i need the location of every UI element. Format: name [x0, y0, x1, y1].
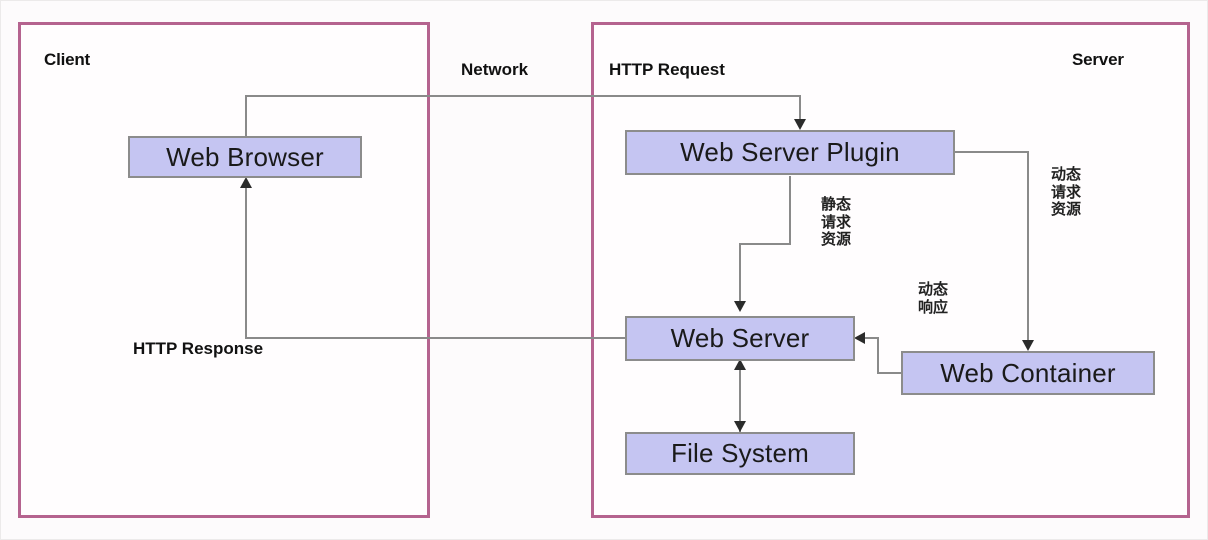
static-request-arrowhead: [734, 301, 746, 312]
dynamic-request-arrowhead: [1022, 340, 1034, 351]
edge-label-http-request: HTTP Request: [609, 60, 725, 79]
zone-server-label: Server: [1072, 50, 1124, 69]
request-riser-segment: [245, 95, 247, 139]
filesystem-up-arrowhead: [734, 359, 746, 370]
response-riser-segment: [245, 185, 247, 338]
node-web-container-label: Web Container: [940, 357, 1116, 388]
node-web-server[interactable]: Web Server: [625, 316, 855, 361]
static-jog-segment: [739, 243, 791, 245]
edge-label-dynamic-response: 动态 响应: [917, 280, 948, 316]
edge-label-dynamic-request: 动态 请求 资源: [1050, 165, 1081, 219]
node-web-server-plugin[interactable]: Web Server Plugin: [625, 130, 955, 175]
request-horizontal-segment: [245, 95, 801, 97]
dynamic-response-lower-segment: [877, 372, 903, 374]
node-web-browser-label: Web Browser: [166, 141, 324, 172]
response-horizontal-segment: [245, 337, 627, 339]
node-file-system[interactable]: File System: [625, 432, 855, 475]
dynamic-response-upper-segment: [863, 337, 879, 339]
response-arrowhead: [240, 177, 252, 188]
static-drop-segment-lower: [739, 243, 741, 305]
dynamic-request-drop-segment: [1027, 151, 1029, 343]
node-web-server-label: Web Server: [670, 323, 810, 353]
node-web-browser[interactable]: Web Browser: [128, 136, 362, 178]
static-drop-segment-upper: [789, 176, 791, 244]
edge-label-static-request: 静态 请求 资源: [820, 195, 851, 249]
dynamic-request-horizontal-segment: [953, 151, 1029, 153]
zone-client-label: Client: [44, 50, 91, 69]
request-drop-segment: [799, 95, 801, 123]
node-web-container[interactable]: Web Container: [901, 351, 1155, 395]
request-arrowhead: [794, 119, 806, 130]
edge-label-http-response: HTTP Response: [133, 339, 264, 358]
dynamic-response-arrowhead: [854, 332, 865, 344]
filesystem-link-segment: [739, 362, 741, 432]
edge-label-network: Network: [461, 60, 529, 79]
dynamic-response-riser-segment: [877, 337, 879, 374]
node-file-system-label: File System: [670, 438, 809, 468]
zone-client: [18, 22, 430, 518]
node-web-server-plugin-label: Web Server Plugin: [680, 137, 900, 167]
filesystem-down-arrowhead: [734, 421, 746, 432]
